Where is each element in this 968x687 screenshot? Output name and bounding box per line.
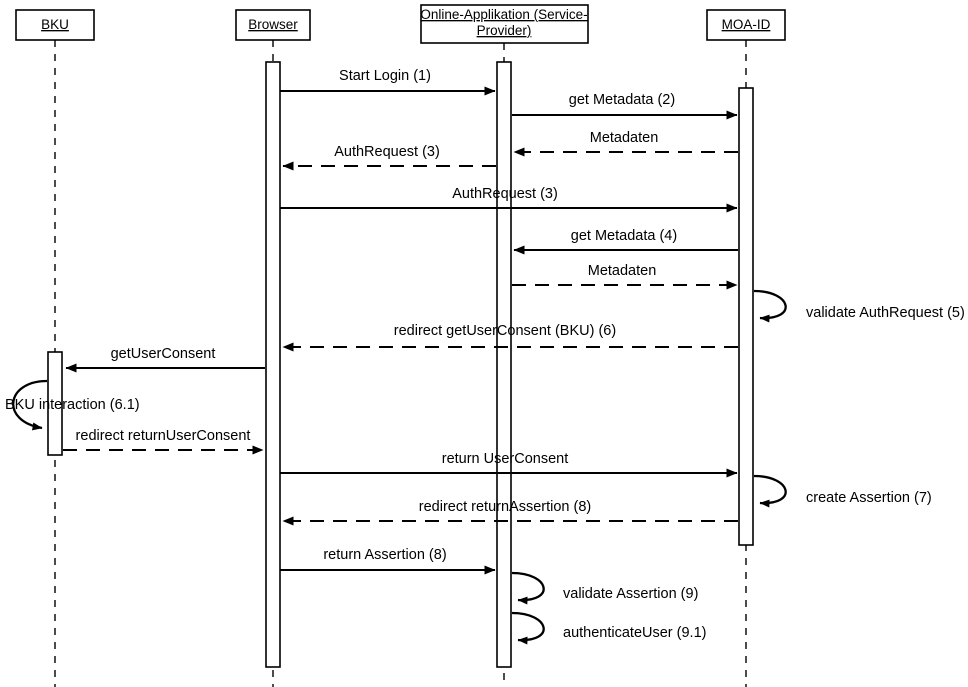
message-authrequest-3-to-browser[interactable]: AuthRequest (3) [282, 144, 496, 171]
message-redirect-returnuserconsent[interactable]: redirect returnUserConsent [63, 428, 264, 455]
message-label-authrequest-3-to-moaid: AuthRequest (3) [452, 186, 558, 202]
self-message-label-bku-interaction: BKU interaction (6.1) [5, 397, 140, 413]
lifeline-head-moa-id[interactable]: MOA-ID [706, 9, 786, 41]
message-metadaten-1[interactable]: Metadaten [513, 130, 738, 157]
lifeline-label-bku: BKU [41, 17, 69, 32]
self-message-authenticate-user[interactable]: authenticateUser (9.1) [511, 611, 706, 645]
lifeline-label-browser: Browser [248, 17, 298, 32]
message-label-redirect-getuserconsent: redirect getUserConsent (BKU) (6) [394, 323, 616, 339]
message-label-getuserconsent: getUserConsent [111, 346, 216, 362]
self-message-validate-assertion[interactable]: validate Assertion (9) [511, 571, 698, 605]
message-start-login[interactable]: Start Login (1) [280, 68, 496, 96]
self-message-validate-authrequest[interactable]: validate AuthRequest (5) [753, 289, 965, 323]
message-getuserconsent[interactable]: getUserConsent [65, 346, 265, 373]
message-metadaten-2[interactable]: Metadaten [512, 263, 738, 290]
self-message-label-validate-authrequest: validate AuthRequest (5) [806, 305, 965, 321]
message-get-metadata-4[interactable]: get Metadata (4) [513, 228, 738, 255]
activation-bar-online-applikation [496, 61, 512, 668]
lifeline-head-bku[interactable]: BKU [15, 9, 95, 41]
message-return-assertion[interactable]: return Assertion (8) [280, 547, 496, 575]
self-message-create-assertion[interactable]: create Assertion (7) [753, 474, 932, 508]
self-message-label-authenticate-user: authenticateUser (9.1) [563, 625, 706, 641]
message-label-metadaten-1: Metadaten [590, 130, 659, 146]
self-message-label-create-assertion: create Assertion (7) [806, 490, 932, 506]
message-label-return-userconsent: return UserConsent [442, 451, 569, 467]
self-message-label-validate-assertion: validate Assertion (9) [563, 586, 698, 602]
self-message-bku-interaction[interactable]: BKU interaction (6.1) [5, 379, 140, 431]
message-redirect-getuserconsent[interactable]: redirect getUserConsent (BKU) (6) [282, 323, 738, 352]
lifeline-label-online-applikation-line2: Provider) [477, 23, 532, 38]
message-label-redirect-returnuserconsent: redirect returnUserConsent [76, 428, 251, 444]
lifeline-head-online-applikation[interactable]: Online-Applikation (Service- Provider) [420, 4, 589, 44]
message-label-return-assertion: return Assertion (8) [323, 547, 446, 563]
activation-bar-browser [265, 61, 281, 668]
activation-bar-bku [47, 351, 63, 456]
message-label-get-metadata-4: get Metadata (4) [571, 228, 677, 244]
message-redirect-returnassertion[interactable]: redirect returnAssertion (8) [282, 499, 738, 526]
message-label-redirect-returnassertion: redirect returnAssertion (8) [419, 499, 591, 515]
message-label-metadaten-2: Metadaten [588, 263, 657, 279]
lifeline-label-online-applikation-line1: Online-Applikation (Service- [420, 7, 587, 22]
message-label-get-metadata-2: get Metadata (2) [569, 92, 675, 108]
message-authrequest-3-to-moaid[interactable]: AuthRequest (3) [280, 186, 738, 213]
message-label-authrequest-3-to-browser: AuthRequest (3) [334, 144, 440, 160]
lifeline-head-browser[interactable]: Browser [235, 9, 311, 41]
message-label-start-login: Start Login (1) [339, 68, 431, 84]
lifeline-label-moa-id: MOA-ID [722, 17, 771, 32]
activation-bar-moa-id [738, 87, 754, 546]
message-get-metadata-2[interactable]: get Metadata (2) [512, 92, 738, 120]
message-return-userconsent[interactable]: return UserConsent [280, 451, 738, 478]
